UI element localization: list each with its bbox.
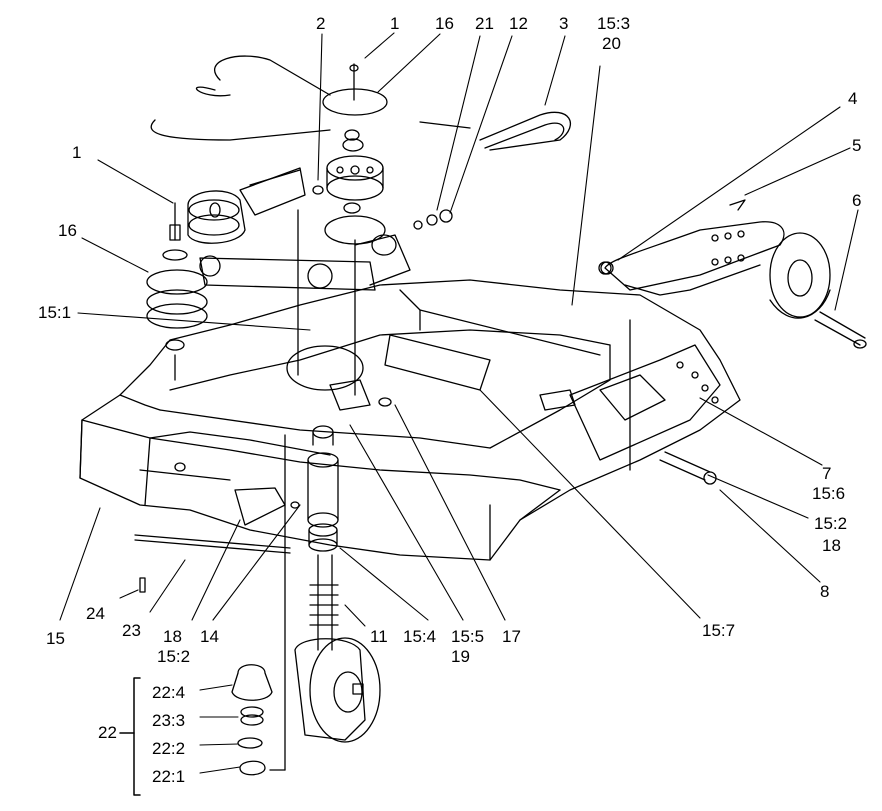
callout-14: 14	[200, 627, 219, 646]
callout-2: 2	[316, 14, 326, 33]
callout-16-left: 16	[58, 221, 77, 240]
center-pulley-stack	[322, 63, 388, 396]
callout-15-3: 15:3	[597, 14, 631, 33]
callout-18-right: 18	[822, 536, 841, 555]
callout-15-2-left: 15:2	[157, 647, 191, 666]
callout-6: 6	[852, 191, 862, 210]
small-hardware	[139, 261, 614, 593]
callout-22-2: 22:2	[152, 739, 186, 758]
callout-24: 24	[86, 604, 105, 623]
callout-4: 4	[848, 89, 858, 108]
side-bracket	[569, 319, 721, 485]
callout-22-4: 22:4	[152, 683, 186, 702]
callout-23: 23	[122, 621, 141, 640]
callout-15-7: 15:7	[702, 621, 736, 640]
callout-15-6: 15:6	[812, 484, 846, 503]
callout-22: 22	[98, 723, 117, 742]
callout-15-2-right: 15:2	[814, 514, 848, 533]
spindle-housing	[199, 209, 453, 291]
detail-parts	[119, 664, 286, 796]
callout-7: 7	[822, 464, 832, 483]
callout-15-1: 15:1	[38, 303, 72, 322]
callout-16-top: 16	[435, 14, 454, 33]
mower-deck	[79, 279, 741, 561]
callout-12: 12	[509, 14, 528, 33]
left-idler-assembly	[146, 167, 324, 381]
leader-lines	[59, 32, 859, 774]
caster-wheel-assembly	[284, 425, 381, 771]
callout-23-3: 23:3	[152, 711, 186, 730]
hitch-arm	[598, 199, 867, 349]
callout-17: 17	[502, 627, 521, 646]
callout-5: 5	[852, 136, 862, 155]
callout-8: 8	[820, 582, 830, 601]
drive-belt	[150, 55, 572, 151]
callout-18-left: 18	[163, 627, 182, 646]
callout-3: 3	[559, 14, 569, 33]
callout-19: 19	[451, 647, 470, 666]
callout-22-1: 22:1	[152, 767, 186, 786]
callout-1-left: 1	[72, 143, 82, 162]
callout-21: 21	[475, 14, 494, 33]
callout-1-top: 1	[390, 14, 400, 33]
callout-11: 11	[370, 627, 388, 646]
callout-20: 20	[602, 34, 621, 53]
callout-15-5: 15:5	[451, 627, 485, 646]
callout-15: 15	[46, 629, 65, 648]
callout-15-4: 15:4	[403, 627, 437, 646]
